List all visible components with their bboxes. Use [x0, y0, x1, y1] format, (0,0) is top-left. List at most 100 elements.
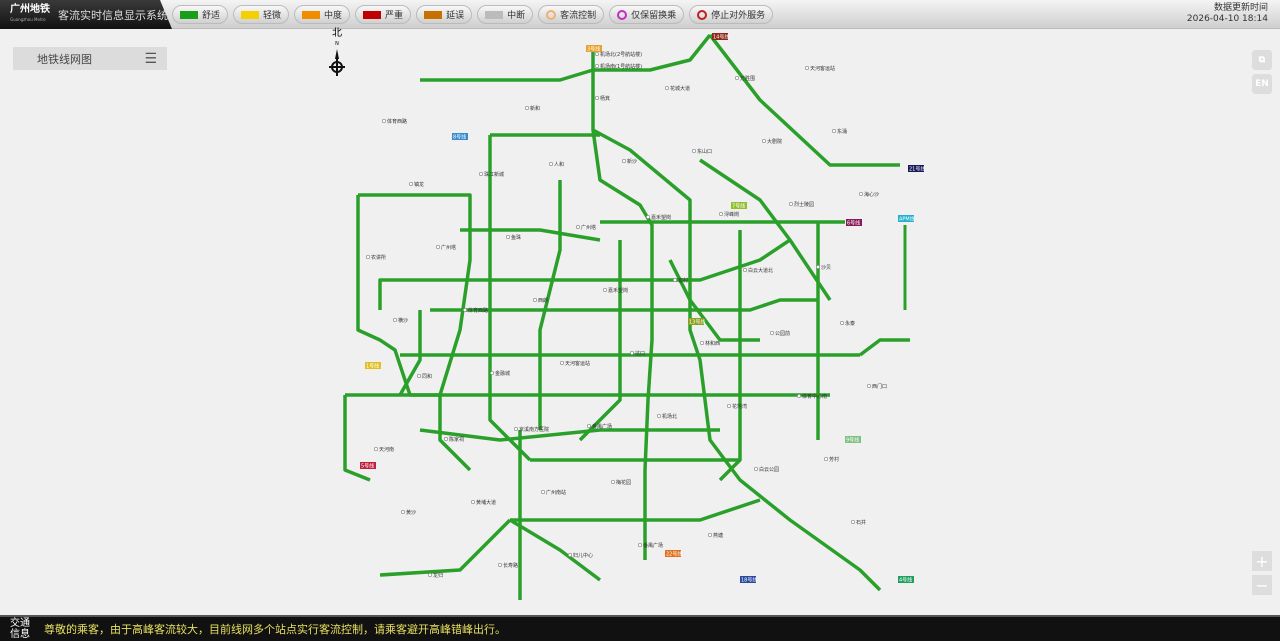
station-label[interactable]: 妇儿中心 — [573, 552, 593, 559]
station-label[interactable]: 白云大道北 — [748, 267, 773, 274]
line-badge[interactable] — [731, 202, 747, 209]
metro-line[interactable] — [460, 228, 601, 242]
station-dot[interactable] — [804, 65, 810, 71]
station-dot[interactable] — [718, 211, 724, 217]
station-label[interactable]: 西门口 — [872, 383, 887, 390]
station-dot[interactable] — [489, 370, 495, 376]
line-badge[interactable] — [898, 215, 914, 222]
station-dot[interactable] — [505, 234, 511, 240]
station-dot[interactable] — [594, 63, 600, 69]
line-badge[interactable] — [898, 576, 914, 583]
station-label[interactable]: 烈士陵园 — [794, 201, 814, 208]
station-dot[interactable] — [637, 542, 643, 548]
station-label[interactable]: 黄埔大道 — [476, 499, 496, 506]
station-dot[interactable] — [365, 254, 371, 260]
metro-line[interactable] — [378, 238, 791, 310]
station-label[interactable]: 沙贝 — [821, 265, 831, 271]
station-dot[interactable] — [540, 489, 546, 495]
zoom-out-button[interactable]: − — [1252, 575, 1272, 595]
metro-line[interactable] — [430, 298, 818, 312]
station-label[interactable]: 体育中心南 — [802, 393, 827, 400]
legend-item[interactable]: 仅保留换乘 — [609, 5, 685, 24]
legend-item[interactable]: 客流控制 — [538, 5, 605, 24]
legend-item[interactable]: 中断 — [477, 5, 534, 24]
station-label[interactable]: 机场南(1号航站楼) — [600, 63, 642, 70]
station-label[interactable]: 梅花园 — [616, 479, 631, 486]
station-dot[interactable] — [815, 264, 821, 270]
station-dot[interactable] — [610, 479, 616, 485]
station-label[interactable]: 新沙 — [627, 158, 637, 165]
station-dot[interactable] — [392, 317, 398, 323]
station-label[interactable]: 坑口 — [635, 350, 645, 357]
line-badge[interactable] — [688, 318, 704, 325]
legend-item[interactable]: 严重 — [355, 5, 412, 24]
station-label[interactable]: 体育西路 — [387, 118, 407, 125]
station-label[interactable]: 东涌 — [837, 128, 847, 135]
station-label[interactable]: 鱼珠 — [511, 234, 521, 241]
station-dot[interactable] — [831, 128, 837, 134]
station-label[interactable]: 杨箕 — [600, 95, 610, 102]
station-dot[interactable] — [381, 118, 387, 124]
line-badge[interactable] — [665, 550, 681, 557]
line-badge[interactable] — [845, 436, 861, 443]
station-label[interactable]: 广州塔 — [581, 224, 596, 231]
station-dot[interactable] — [645, 214, 651, 220]
station-label[interactable]: 珠江新城 — [484, 171, 504, 178]
station-dot[interactable] — [839, 320, 845, 326]
station-dot[interactable] — [858, 191, 864, 197]
station-dot[interactable] — [707, 532, 713, 538]
station-label[interactable]: 同和 — [422, 373, 432, 380]
metro-line[interactable] — [398, 310, 422, 396]
legend-item[interactable]: 中度 — [294, 5, 351, 24]
legend-item[interactable]: 停止对外服务 — [689, 5, 774, 24]
station-dot[interactable] — [416, 373, 422, 379]
station-dot[interactable] — [427, 572, 433, 578]
station-label[interactable]: 万胜围 — [740, 75, 755, 82]
station-label[interactable]: 大剧院 — [767, 138, 782, 145]
metro-line[interactable] — [858, 338, 910, 357]
line-badge[interactable] — [586, 45, 602, 52]
station-dot[interactable] — [462, 307, 468, 313]
station-label[interactable]: 东山口 — [697, 148, 712, 155]
station-label[interactable]: 广州南站 — [546, 489, 566, 496]
station-dot[interactable] — [575, 224, 581, 230]
station-label[interactable]: 客村 — [678, 277, 688, 284]
station-dot[interactable] — [629, 350, 635, 356]
station-label[interactable]: 石井 — [856, 519, 866, 526]
line-badge[interactable] — [712, 33, 728, 40]
line-badge[interactable] — [740, 576, 756, 583]
station-label[interactable]: 机场北(2号航站楼) — [600, 51, 642, 58]
station-dot[interactable] — [586, 423, 592, 429]
station-label[interactable]: 镇龙 — [414, 181, 424, 188]
station-label[interactable]: 西朗 — [538, 297, 548, 304]
station-label[interactable]: 金融城 — [495, 370, 510, 377]
legend-item[interactable]: 轻微 — [233, 5, 290, 24]
station-dot[interactable] — [443, 436, 449, 442]
station-dot[interactable] — [532, 297, 538, 303]
station-dot[interactable] — [664, 85, 670, 91]
station-dot[interactable] — [478, 171, 484, 177]
legend-item[interactable]: 延误 — [416, 5, 473, 24]
metro-line[interactable] — [578, 240, 622, 442]
metro-line[interactable] — [510, 498, 761, 522]
station-dot[interactable] — [823, 456, 829, 462]
station-label[interactable]: 番禺广场 — [592, 423, 612, 430]
station-dot[interactable] — [742, 267, 748, 273]
station-label[interactable]: 嘉禾望岗 — [608, 287, 628, 294]
station-label[interactable]: 花地湾 — [732, 403, 747, 410]
station-label[interactable]: 农讲所 — [371, 254, 386, 261]
station-label[interactable]: 体育西路 — [468, 307, 488, 314]
station-dot[interactable] — [621, 158, 627, 164]
metro-line[interactable] — [358, 193, 472, 472]
line-badge[interactable] — [452, 133, 468, 140]
metro-line[interactable] — [379, 518, 512, 577]
station-label[interactable]: 长寿路 — [503, 562, 518, 569]
station-label[interactable]: 机场北 — [662, 413, 677, 420]
station-dot[interactable] — [866, 383, 872, 389]
metro-line[interactable] — [592, 128, 882, 592]
station-dot[interactable] — [408, 181, 414, 187]
line-badge[interactable] — [365, 362, 381, 369]
station-dot[interactable] — [734, 75, 740, 81]
station-dot[interactable] — [470, 499, 476, 505]
